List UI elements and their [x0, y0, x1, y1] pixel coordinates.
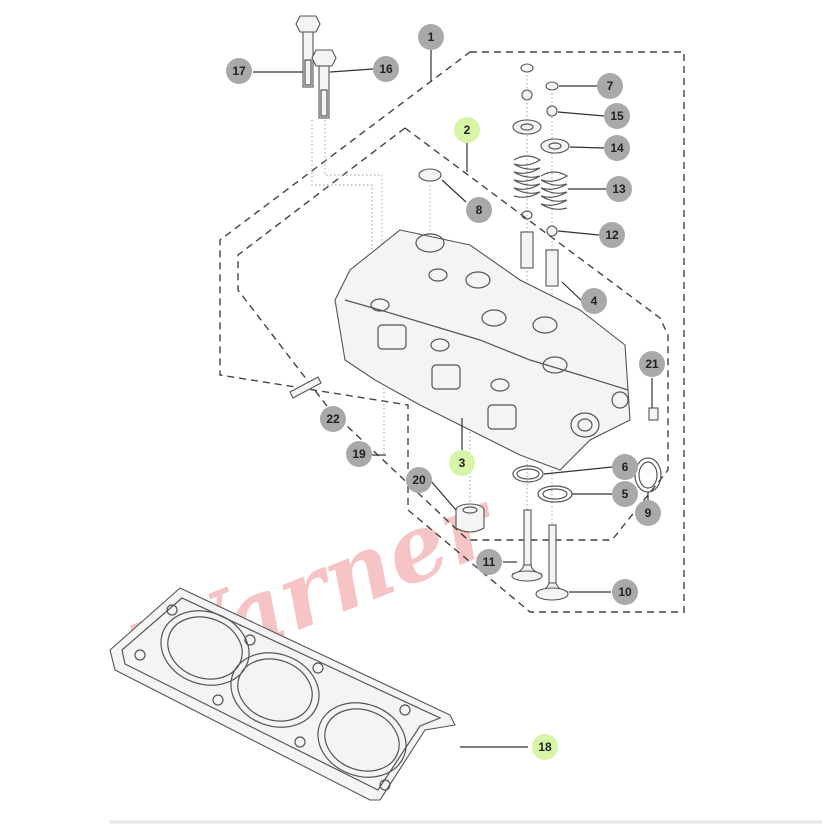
callout-label: 6 — [622, 460, 629, 474]
callout-1: 1 — [418, 24, 444, 50]
callout-circle — [635, 500, 661, 526]
valve-spring-13 — [540, 171, 569, 210]
callout-label: 3 — [459, 456, 466, 470]
callout-label: 16 — [379, 62, 393, 76]
valve-guide-4 — [545, 249, 559, 287]
callout-circle — [604, 135, 630, 161]
callout-circle — [226, 58, 252, 84]
head-gasket-18 — [109, 587, 456, 801]
callout-label: 10 — [618, 585, 632, 599]
callout-label: 12 — [605, 228, 619, 242]
callout-16: 16 — [373, 56, 399, 82]
callout-11: 11 — [476, 549, 502, 575]
callout-label: 7 — [607, 79, 614, 93]
plug-21 — [648, 407, 659, 421]
callout-12: 12 — [599, 222, 625, 248]
callout-label: 18 — [538, 740, 552, 754]
callout-circle — [599, 222, 625, 248]
callout-5: 5 — [612, 481, 638, 507]
callout-label: 9 — [645, 506, 652, 520]
valve-cap-left — [520, 63, 534, 101]
dowel-pin-22 — [289, 376, 322, 399]
callout-circle — [581, 288, 607, 314]
assembly-boundary-inner — [237, 127, 669, 541]
callout-circle — [597, 73, 623, 99]
callout-circle — [418, 24, 444, 50]
plug-8 — [418, 168, 442, 182]
seal-ring-6 — [512, 465, 544, 483]
callout-circle — [320, 406, 346, 432]
valve-guide-left — [520, 210, 534, 269]
leader-lines — [253, 50, 653, 748]
callout-label: 22 — [326, 412, 340, 426]
callout-22: 22 — [320, 406, 346, 432]
callout-label: 8 — [476, 203, 483, 217]
callout-label: 20 — [412, 473, 426, 487]
callout-circle — [476, 549, 502, 575]
callout-label: 2 — [464, 123, 471, 137]
callout-circle — [604, 103, 630, 129]
callout-circle — [606, 176, 632, 202]
callout-20: 20 — [406, 467, 432, 493]
callout-21: 21 — [639, 351, 665, 377]
callout-circle — [346, 441, 372, 467]
callout-label: 1 — [428, 30, 435, 44]
valve-keeper-15 — [546, 105, 558, 117]
callout-circle — [532, 734, 558, 760]
callout-19: 19 — [346, 441, 372, 467]
callout-label: 14 — [610, 141, 624, 155]
callout-2: 2 — [454, 117, 480, 143]
seal-ring-5 — [537, 485, 573, 503]
callout-17: 17 — [226, 58, 252, 84]
callout-8: 8 — [466, 197, 492, 223]
callout-circle — [612, 579, 638, 605]
callout-circle — [466, 197, 492, 223]
callout-4: 4 — [581, 288, 607, 314]
sleeve-20 — [455, 503, 485, 533]
callout-label: 13 — [612, 182, 626, 196]
callout-label: 19 — [352, 447, 366, 461]
callout-circle — [612, 481, 638, 507]
callout-circle — [406, 467, 432, 493]
spring-retainer-left — [512, 119, 542, 135]
callout-7: 7 — [597, 73, 623, 99]
o-ring-9 — [634, 457, 662, 493]
callout-circle — [612, 454, 638, 480]
callout-13: 13 — [606, 176, 632, 202]
valve-cap-7 — [545, 81, 559, 91]
assembly-boundary-outer — [219, 51, 685, 613]
callout-label: 17 — [232, 64, 246, 78]
callout-label: 5 — [622, 487, 629, 501]
callout-label: 11 — [483, 555, 496, 569]
callout-14: 14 — [604, 135, 630, 161]
callout-circle — [449, 450, 475, 476]
callout-9: 9 — [635, 500, 661, 526]
callout-15: 15 — [604, 103, 630, 129]
head-bolt-16 — [311, 49, 337, 119]
valve-spring-left — [513, 155, 542, 198]
callout-label: 21 — [645, 357, 659, 371]
callout-circle — [373, 56, 399, 82]
valve-10 — [535, 524, 569, 601]
valve-11 — [511, 509, 543, 582]
callout-6: 6 — [612, 454, 638, 480]
valve-stem-seal-12 — [546, 225, 558, 237]
callout-circle — [454, 117, 480, 143]
callout-label: 4 — [591, 294, 598, 308]
callout-10: 10 — [612, 579, 638, 605]
spring-retainer-14 — [540, 138, 570, 154]
callout-circle — [639, 351, 665, 377]
callout-18: 18 — [532, 734, 558, 760]
callout-3: 3 — [449, 450, 475, 476]
cylinder-head — [334, 229, 631, 471]
callout-label: 15 — [610, 109, 624, 123]
